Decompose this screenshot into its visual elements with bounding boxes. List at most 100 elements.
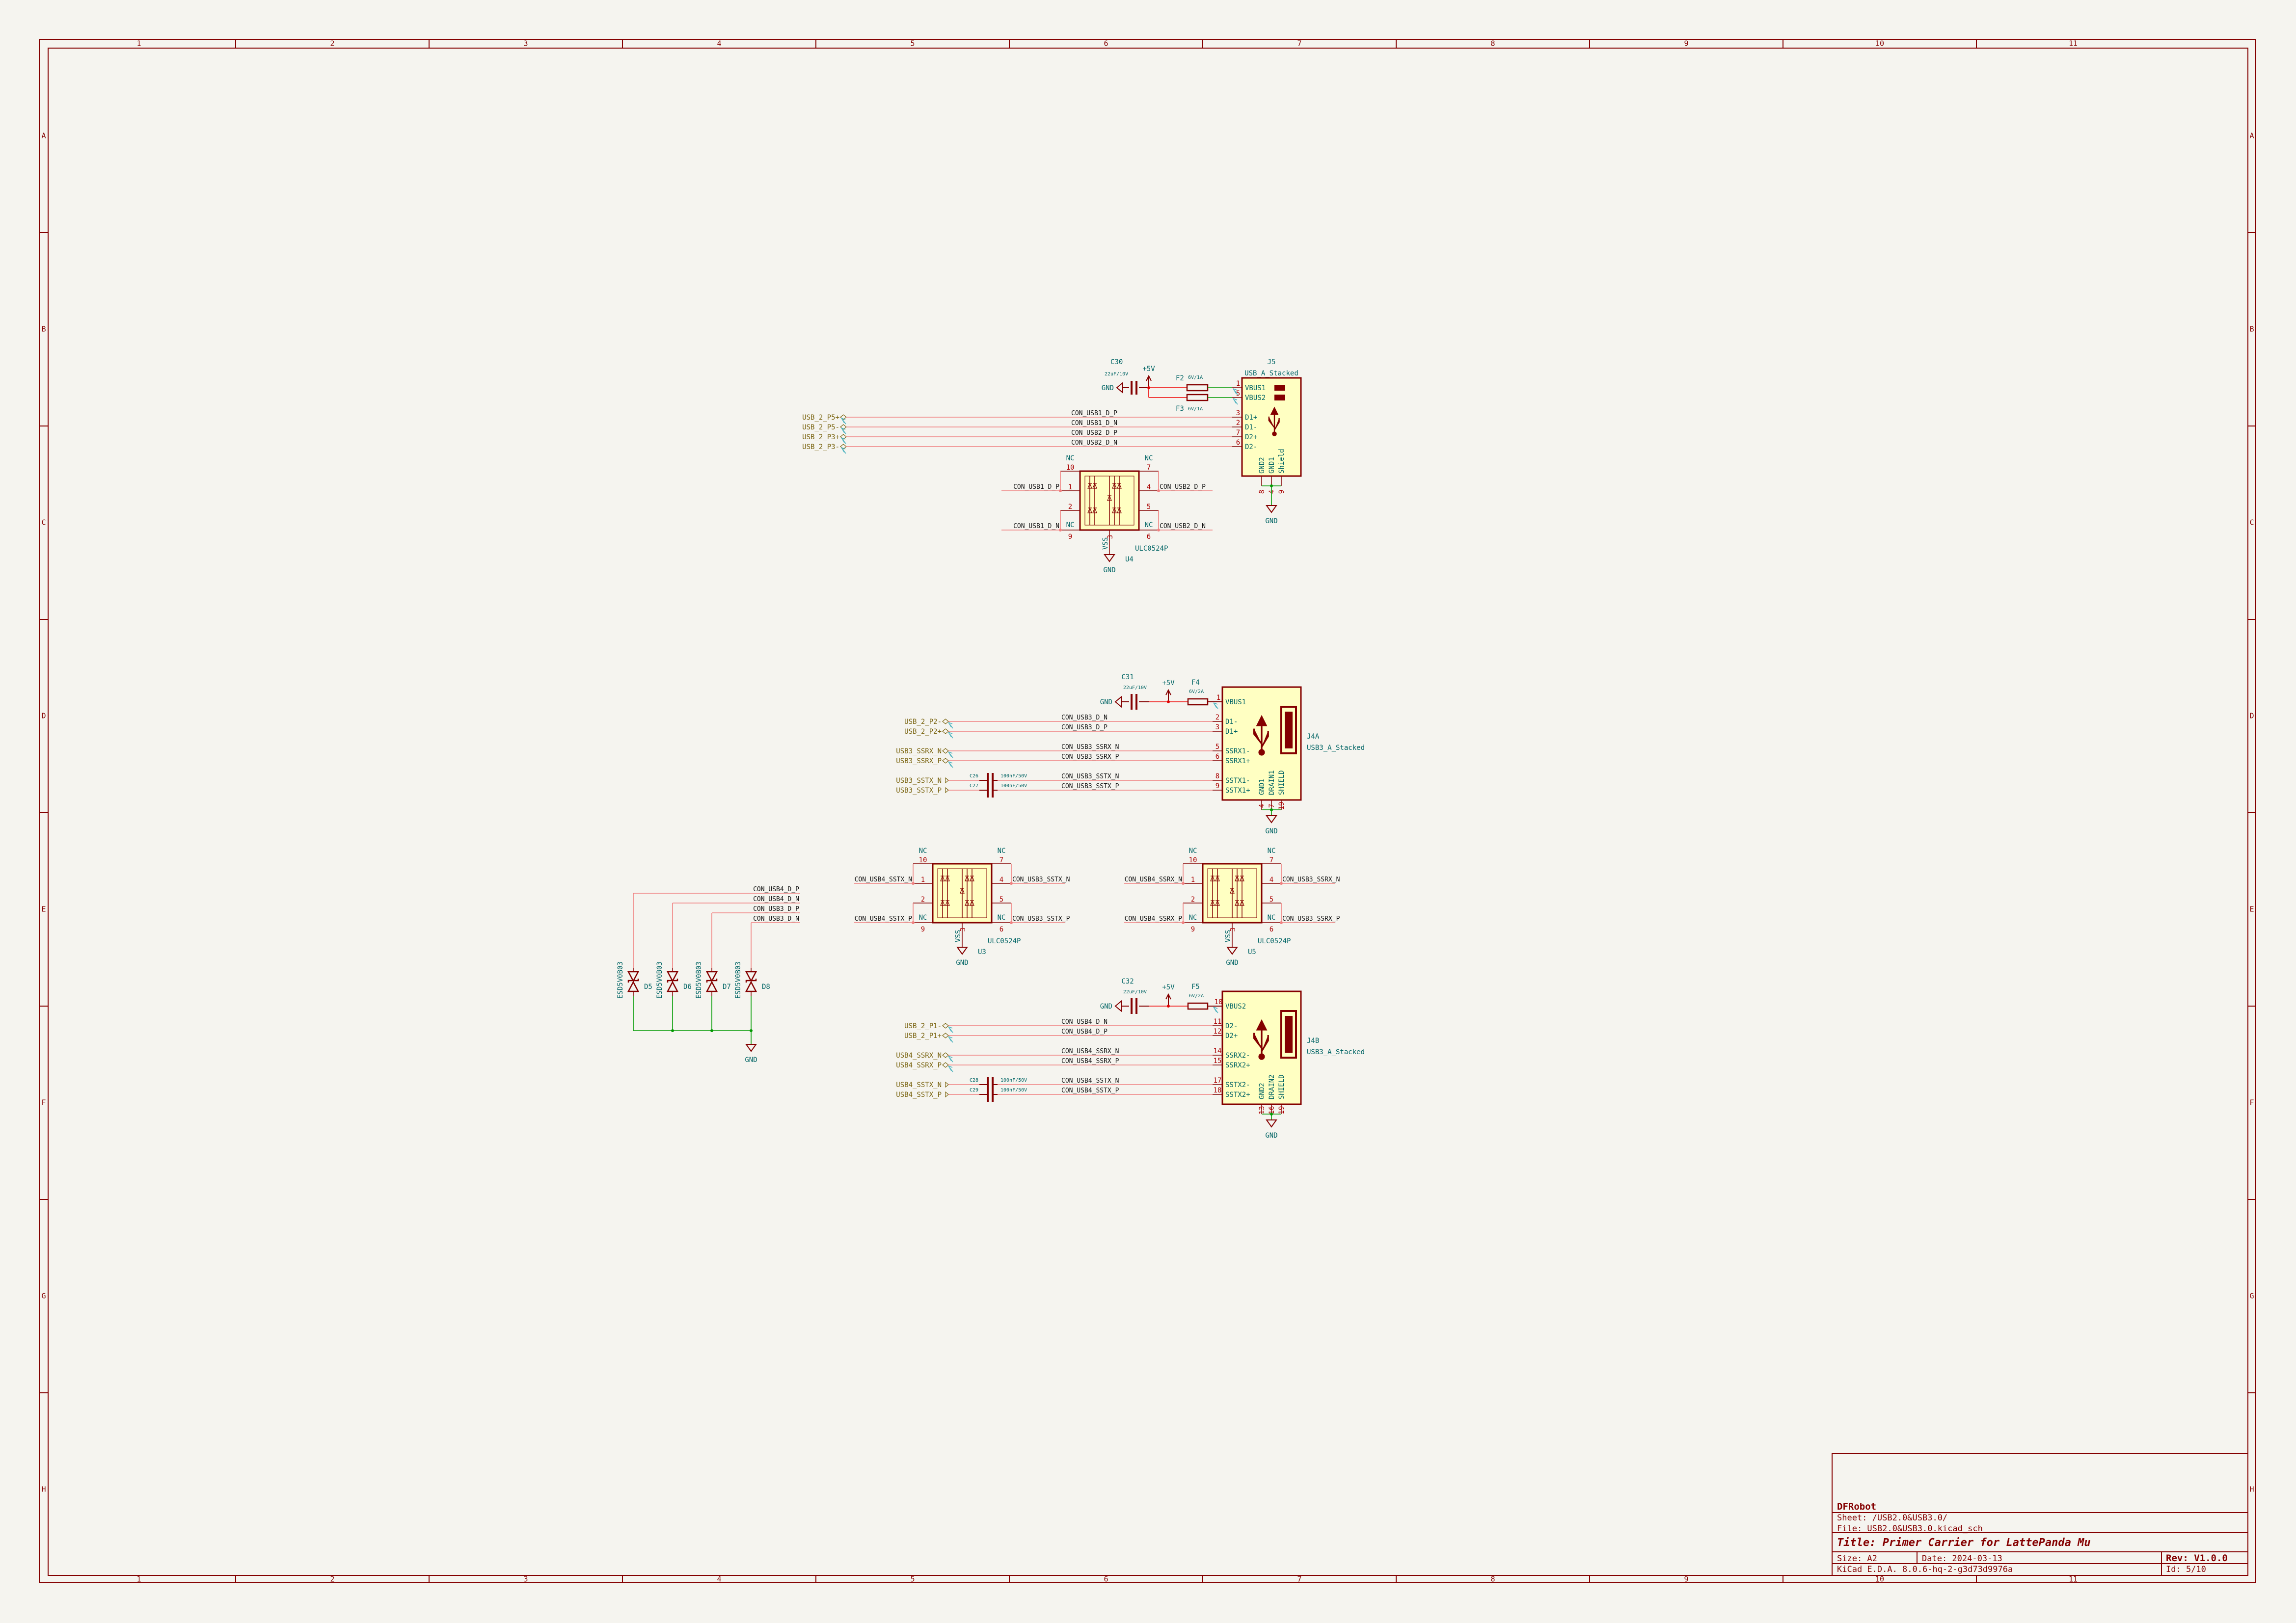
- hierarchical-port-label[interactable]: USB3_SSTX_N: [896, 777, 942, 785]
- pin-number: 15: [1214, 1057, 1222, 1065]
- u5-value: ULC0524P: [1258, 937, 1291, 945]
- no-connect-label: NC: [1145, 454, 1153, 462]
- pin-name: DRAIN1: [1268, 770, 1276, 795]
- junction: [1182, 882, 1185, 885]
- j5-value: USB_A_Stacked: [1244, 370, 1298, 377]
- row-marker-left: F: [41, 1098, 46, 1107]
- hierarchical-port-label[interactable]: USB_2_P5-: [802, 424, 839, 431]
- junction: [1157, 489, 1160, 492]
- hierarchical-port-label[interactable]: USB3_SSTX_P: [896, 787, 942, 795]
- column-marker-top: 1: [136, 39, 141, 48]
- pin-name: VSS: [954, 930, 962, 942]
- net-label: CON_USB4_D_P: [753, 886, 799, 893]
- pin-number: 4: [1270, 876, 1273, 884]
- net-label: CON_USB3_D_P: [753, 905, 799, 913]
- row-marker-right: H: [2249, 1485, 2254, 1494]
- pin-number: 1: [921, 876, 925, 884]
- power-arrow-icon: [1165, 993, 1171, 1000]
- no-connect-label: NC: [1145, 521, 1153, 529]
- column-marker-top: 7: [1297, 39, 1301, 48]
- pin-name: GND1: [1268, 457, 1276, 474]
- hierarchical-port-label[interactable]: USB4_SSRX_N: [896, 1052, 942, 1060]
- diode-reference: D7: [723, 983, 731, 991]
- hierarchical-port-label[interactable]: USB_2_P2-: [904, 718, 942, 726]
- hierarchical-port-label[interactable]: USB3_SSRX_N: [896, 747, 942, 755]
- diode-value: ESD5V0B03: [617, 961, 624, 999]
- net-label: CON_USB2_D_N: [1160, 523, 1206, 530]
- pin-name: D1-: [1245, 424, 1257, 431]
- no-connect-label: NC: [1189, 914, 1197, 922]
- column-marker-top: 8: [1490, 39, 1495, 48]
- pin-number: 14: [1214, 1047, 1222, 1055]
- no-erc-flag-icon: [1213, 1007, 1218, 1013]
- hierarchical-port-label[interactable]: USB_2_P3-: [802, 443, 839, 451]
- pin-name: SSTX2+: [1225, 1091, 1250, 1099]
- vbus-pad-icon: [1274, 385, 1285, 391]
- row-marker-right: B: [2249, 325, 2254, 334]
- pin-name: SSTX1-: [1225, 777, 1250, 785]
- pin-number: 3: [1107, 535, 1114, 539]
- hierarchical-port-label[interactable]: USB_2_P2+: [904, 728, 942, 736]
- usb-logo-dot: [1258, 1053, 1265, 1060]
- hierarchical-port-label[interactable]: USB4_SSTX_N: [896, 1081, 942, 1089]
- junction: [1010, 882, 1013, 885]
- diode-icon: [960, 887, 965, 894]
- no-erc-flag-icon: [948, 1056, 953, 1063]
- column-marker-bottom: 5: [910, 1575, 915, 1584]
- diode-reference: D5: [644, 983, 652, 991]
- pin-number: 9: [921, 926, 925, 933]
- hierarchical-port-label[interactable]: USB_2_P1+: [904, 1032, 942, 1040]
- j4a-value: USB3_A_Stacked: [1307, 744, 1365, 752]
- fuse-value: 6V/2A: [1189, 993, 1204, 999]
- no-connect-label: NC: [1268, 847, 1276, 855]
- no-connect-label: NC: [1066, 521, 1075, 529]
- hierarchical-port-label[interactable]: USB4_SSTX_P: [896, 1091, 942, 1099]
- pin-number: 3: [1236, 409, 1240, 417]
- pin-name: SSRX2-: [1225, 1052, 1250, 1060]
- no-erc-flag-icon: [948, 1065, 953, 1072]
- net-label: CON_USB4_SSTX_P: [855, 915, 913, 923]
- hierarchical-port-label[interactable]: USB3_SSRX_P: [896, 757, 942, 765]
- pin-number: 19: [1278, 802, 1286, 810]
- sheet-size: Size: A2: [1837, 1554, 1877, 1564]
- capacitor-icon: [987, 773, 989, 798]
- u5-gnd-label: GND: [1226, 959, 1238, 967]
- junction: [1059, 489, 1062, 492]
- usb-logo-icon: [1268, 406, 1280, 434]
- diode-value: ESD5V0B03: [695, 961, 703, 999]
- port-shape-icon: [945, 1091, 949, 1098]
- junction: [1270, 808, 1273, 811]
- hierarchical-port-label[interactable]: USB_2_P5+: [802, 414, 839, 422]
- title-block-border: [1832, 1453, 2248, 1576]
- kicad-version: KiCad E.D.A. 8.0.6-hq-2-g3d73d9976a: [1837, 1565, 2013, 1574]
- column-marker-bottom: 8: [1490, 1575, 1495, 1584]
- sheet-date: Date: 2024-03-13: [1922, 1554, 2002, 1564]
- net-label: CON_USB3_SSTX_P: [1012, 915, 1070, 923]
- hierarchical-port-label[interactable]: USB_2_P1-: [904, 1022, 942, 1030]
- no-erc-flag-icon: [948, 761, 953, 768]
- column-marker-top: 10: [1875, 39, 1884, 48]
- usb-port-tongue-icon: [1285, 712, 1293, 748]
- hierarchical-port-label[interactable]: USB_2_P3+: [802, 433, 839, 441]
- no-erc-flag-icon: [841, 437, 846, 444]
- pin-name: D2+: [1245, 433, 1257, 441]
- vbus-pad-icon: [1274, 395, 1285, 400]
- pin-number: 1: [1216, 694, 1220, 702]
- port-shape-icon: [945, 787, 949, 794]
- no-erc-flag-icon: [948, 751, 953, 758]
- column-marker-top: 3: [523, 39, 528, 48]
- cap-reference: C29: [970, 1088, 978, 1093]
- row-marker-right: D: [2249, 712, 2254, 720]
- junction: [1270, 1113, 1273, 1116]
- hierarchical-port-label[interactable]: USB4_SSRX_P: [896, 1062, 942, 1069]
- junction: [1167, 700, 1170, 703]
- net-label: CON_USB2_D_N: [1071, 439, 1117, 447]
- ground-icon: [1266, 815, 1277, 824]
- ground-icon: [956, 947, 968, 955]
- pin-number: 5: [1270, 896, 1273, 904]
- sheet-title: Title: Primer Carrier for LattePanda Mu: [1837, 1537, 2091, 1549]
- net-label: CON_USB4_SSTX_N: [1061, 1077, 1119, 1085]
- pin-number: 5: [1216, 743, 1219, 751]
- pin-number: 3: [1216, 723, 1219, 731]
